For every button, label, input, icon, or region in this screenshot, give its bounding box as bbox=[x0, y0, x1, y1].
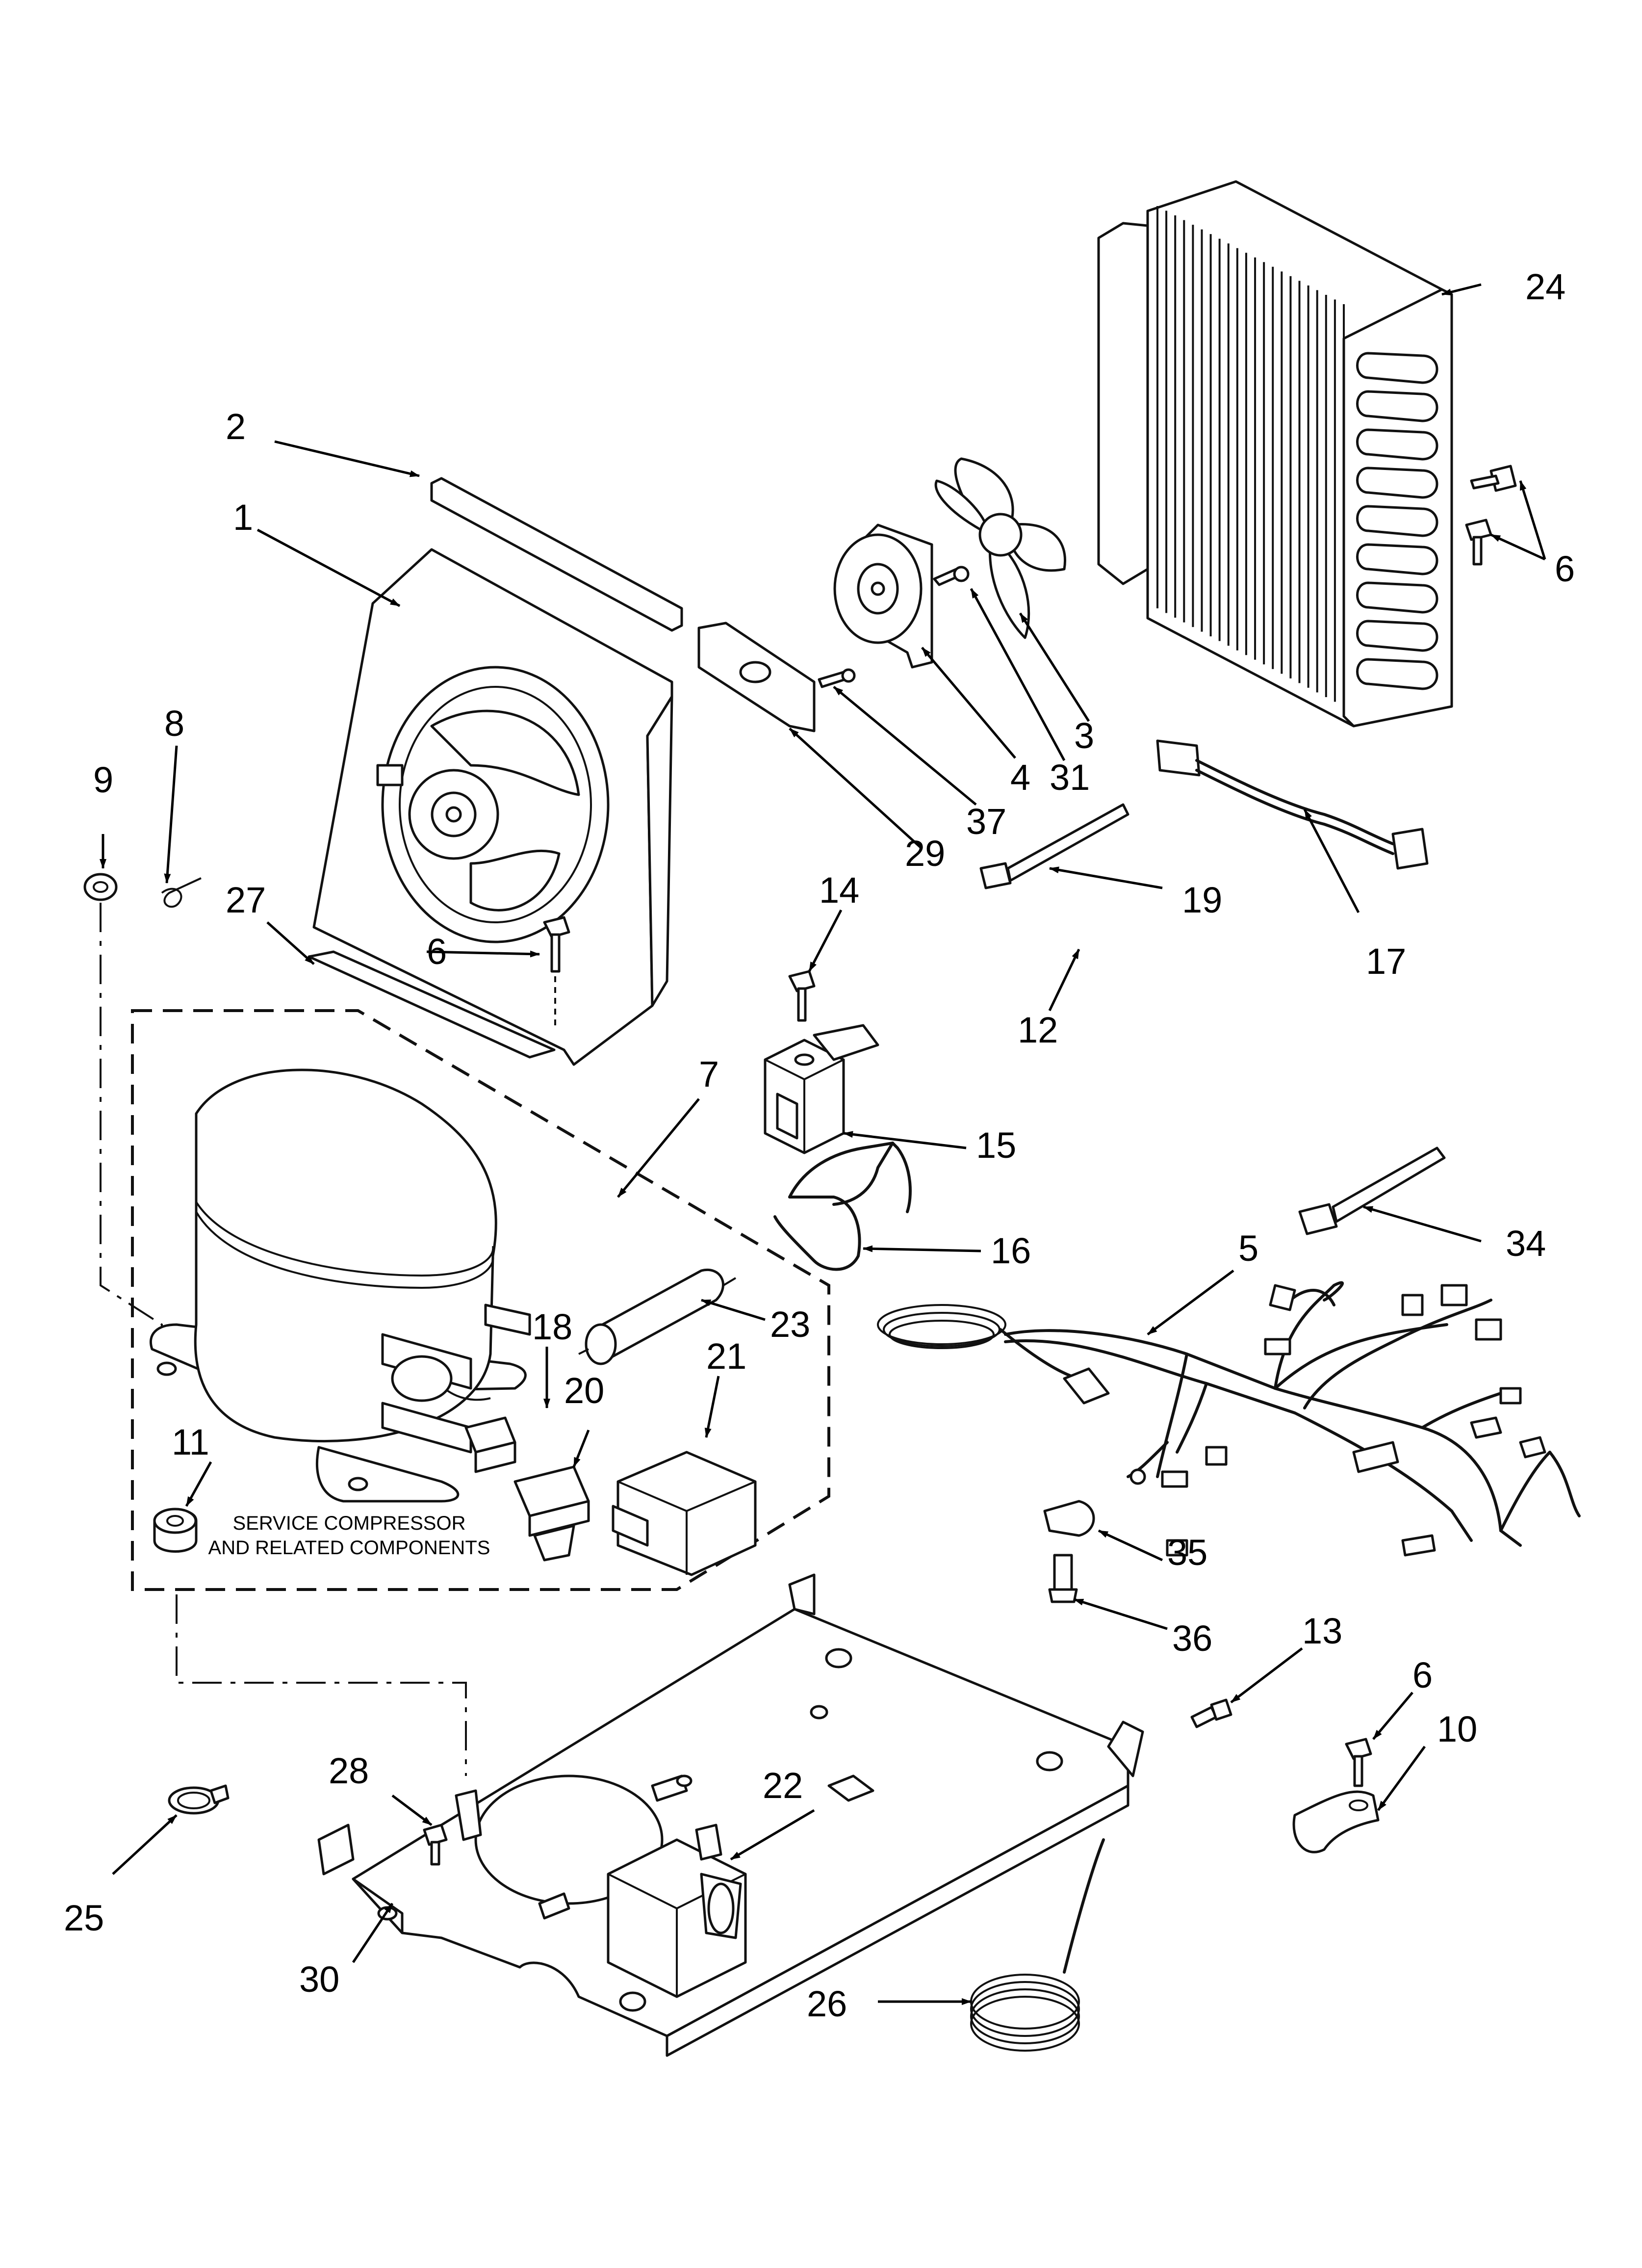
callout-12: 12 bbox=[1018, 1010, 1058, 1050]
callout-13: 13 bbox=[1302, 1611, 1342, 1651]
callout-37: 37 bbox=[966, 801, 1006, 842]
callout-23: 23 bbox=[770, 1304, 810, 1345]
callout-24: 24 bbox=[1525, 266, 1565, 307]
hose-12 bbox=[1024, 918, 1142, 954]
callout-27: 27 bbox=[226, 880, 266, 920]
callout-25: 25 bbox=[64, 1898, 104, 1938]
callout-4: 4 bbox=[1010, 757, 1030, 798]
main-harness-5 bbox=[877, 1281, 1581, 1557]
fan-blade-part bbox=[934, 457, 1066, 639]
callout-21: 21 bbox=[706, 1336, 746, 1377]
condenser-coils bbox=[1356, 352, 1438, 690]
tube-16 bbox=[773, 1141, 912, 1271]
cable-tie-34 bbox=[1298, 1147, 1446, 1235]
fan-bracket-29 bbox=[697, 622, 816, 732]
callout-31: 31 bbox=[1050, 757, 1090, 798]
callout-7: 7 bbox=[699, 1054, 719, 1095]
callout-10: 10 bbox=[1437, 1709, 1477, 1749]
callout-19: 19 bbox=[1182, 880, 1222, 920]
screw-6-clamp bbox=[1345, 1738, 1372, 1787]
callout-35: 35 bbox=[1167, 1532, 1207, 1573]
clamp-10 bbox=[1292, 1790, 1380, 1853]
callout-2: 2 bbox=[226, 406, 246, 447]
callout-16: 16 bbox=[991, 1230, 1031, 1271]
callout-6c: 6 bbox=[1412, 1655, 1433, 1695]
callout-29: 29 bbox=[905, 833, 945, 874]
fan-motor-part bbox=[833, 523, 933, 669]
callout-30: 30 bbox=[299, 1959, 339, 2000]
screws-6-condenser bbox=[1465, 465, 1517, 566]
screw-28 bbox=[423, 1824, 448, 1866]
screw-6-shroud bbox=[543, 916, 570, 1025]
wire-harness-17 bbox=[1156, 739, 1429, 870]
service-note-line-1: SERVICE COMPRESSOR bbox=[233, 1512, 466, 1534]
callout-36: 36 bbox=[1172, 1618, 1212, 1659]
service-note-line-2: AND RELATED COMPONENTS bbox=[208, 1537, 490, 1559]
callout-34: 34 bbox=[1506, 1223, 1546, 1264]
fan-shroud-part bbox=[312, 548, 673, 1066]
callout-28: 28 bbox=[329, 1750, 369, 1791]
base-pan-30 bbox=[317, 1573, 1144, 2057]
gasket-strip-part bbox=[430, 477, 683, 632]
screw-13 bbox=[1190, 1698, 1232, 1728]
stud-28-bracket bbox=[455, 1789, 482, 1841]
callout-14: 14 bbox=[819, 870, 859, 911]
screw-36 bbox=[1048, 1554, 1078, 1603]
callout-17: 17 bbox=[1366, 941, 1406, 982]
callout-5: 5 bbox=[1238, 1228, 1258, 1269]
callout-20: 20 bbox=[564, 1370, 604, 1411]
coil-tube-26 bbox=[970, 1838, 1105, 2052]
condenser-part bbox=[1097, 180, 1453, 728]
screw-14 bbox=[788, 970, 816, 1022]
clamp-35 bbox=[1043, 1500, 1095, 1537]
callout-11: 11 bbox=[172, 1422, 209, 1462]
compressor-part bbox=[150, 1069, 531, 1503]
callout-3: 3 bbox=[1074, 715, 1094, 756]
hose-clamp-25 bbox=[168, 1784, 230, 1815]
control-22 bbox=[607, 1824, 747, 1998]
grommet-11 bbox=[153, 1508, 198, 1553]
callout-22: 22 bbox=[763, 1765, 803, 1806]
solenoid-valve-15 bbox=[764, 1024, 879, 1154]
cable-tie-19 bbox=[979, 803, 1129, 889]
fan-motor-screw-31 bbox=[933, 566, 970, 586]
callout-15: 15 bbox=[976, 1125, 1016, 1166]
leader-lines bbox=[100, 283, 1546, 2005]
callout-9: 9 bbox=[93, 759, 113, 800]
callout-26: 26 bbox=[807, 1983, 847, 2024]
cover-21 bbox=[612, 1451, 757, 1576]
overload-18 bbox=[464, 1416, 516, 1473]
callout-6b: 6 bbox=[427, 931, 447, 972]
relay-20 bbox=[513, 1465, 590, 1562]
mounting-strip-27 bbox=[308, 950, 556, 1059]
filter-drier-23 bbox=[578, 1269, 737, 1365]
callout-18: 18 bbox=[532, 1306, 572, 1347]
callout-1: 1 bbox=[233, 497, 253, 538]
callout-6a: 6 bbox=[1555, 548, 1575, 589]
callout-labels: 1 2 3 4 5 6 6 6 7 8 9 10 11 12 13 14 15 … bbox=[64, 266, 1575, 2024]
clip-8 bbox=[161, 877, 202, 908]
callout-8: 8 bbox=[164, 703, 184, 744]
screw-37 bbox=[818, 668, 856, 688]
grommet-9 bbox=[83, 873, 118, 901]
